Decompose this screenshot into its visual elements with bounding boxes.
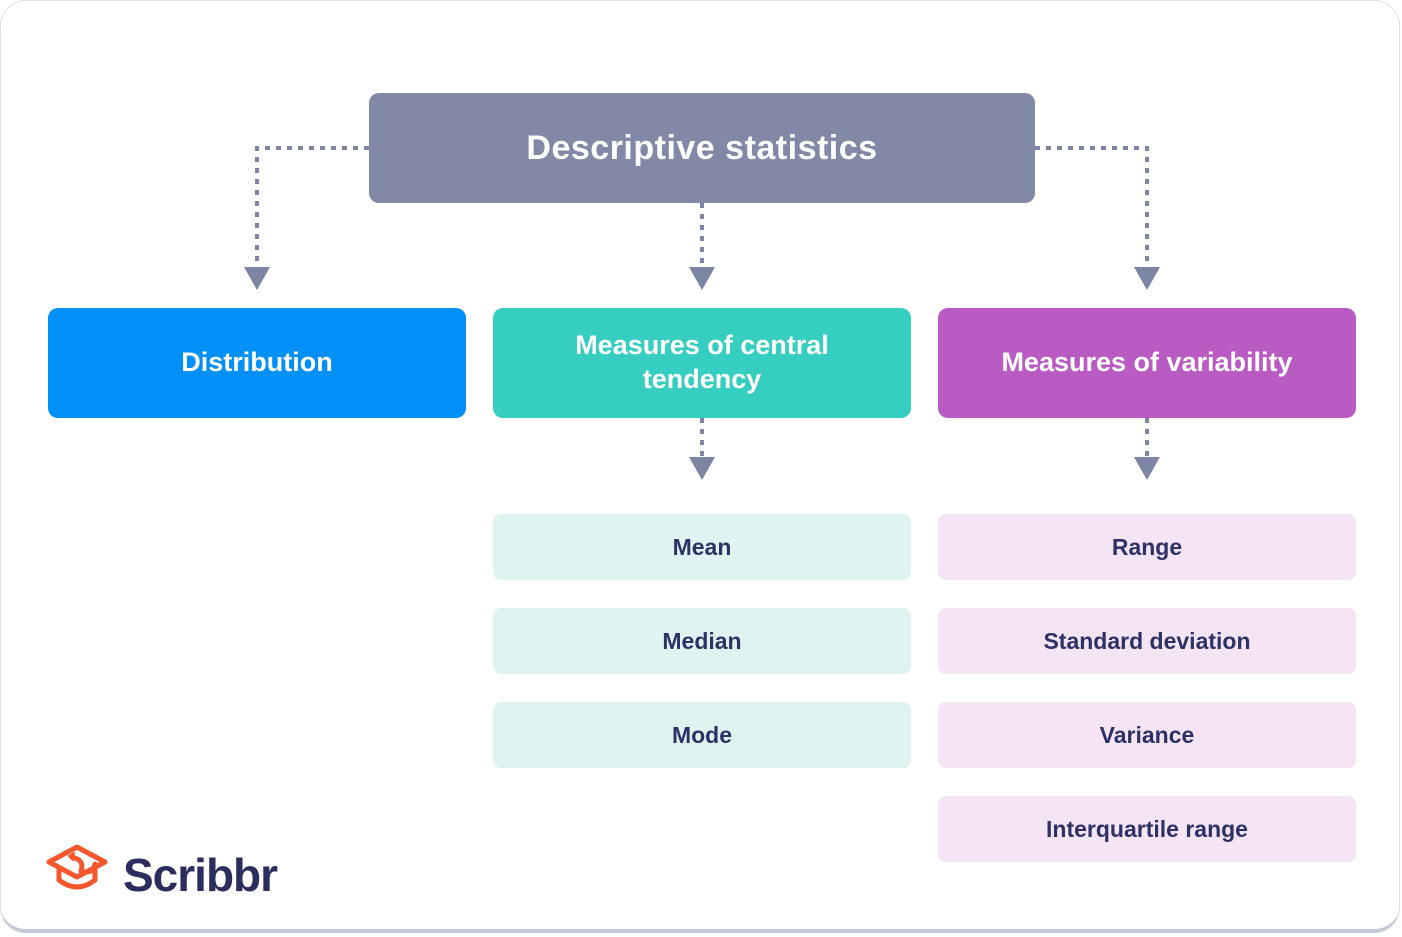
leaf-label: Standard deviation <box>1043 627 1251 654</box>
leaf-node-standard-deviation: Standard deviation <box>938 608 1356 674</box>
branch-node-distribution: Distribution <box>48 308 466 418</box>
arrowhead-icon <box>1134 457 1160 480</box>
logo-wordmark: Scribbr <box>123 848 278 901</box>
leaf-label: Mean <box>672 533 732 560</box>
leaf-node-mode: Mode <box>493 702 911 768</box>
graduation-cap-icon <box>45 843 109 906</box>
arrowhead-icon <box>689 267 715 290</box>
connector-root-to-distribution <box>255 146 369 267</box>
arrowhead-icon <box>1134 267 1160 290</box>
branch-node-variability: Measures of variability <box>938 308 1356 418</box>
leaf-label: Interquartile range <box>1046 815 1248 842</box>
branch-label: Distribution <box>181 347 333 378</box>
leaf-node-median: Median <box>493 608 911 674</box>
root-node-label: Descriptive statistics <box>526 128 878 167</box>
branch-label: Measures of variability <box>1001 347 1293 378</box>
branch-label: Measures of central tendency <box>575 330 829 394</box>
leaf-node-variance: Variance <box>938 702 1356 768</box>
root-node-descriptive-statistics: Descriptive statistics <box>369 93 1035 203</box>
leaf-label: Range <box>1111 533 1183 560</box>
leaf-label: Median <box>662 627 742 654</box>
arrowhead-icon <box>244 267 270 290</box>
branch-node-central-tendency: Measures of central tendency <box>493 308 911 418</box>
leaf-node-interquartile-range: Interquartile range <box>938 796 1356 862</box>
scribbr-logo: Scribbr <box>45 843 278 906</box>
arrowhead-icon <box>689 457 715 480</box>
leaf-label: Mode <box>671 721 733 748</box>
connector-root-to-variability <box>1035 146 1149 267</box>
leaf-node-mean: Mean <box>493 514 911 580</box>
leaf-node-range: Range <box>938 514 1356 580</box>
leaf-label: Variance <box>1099 721 1195 748</box>
